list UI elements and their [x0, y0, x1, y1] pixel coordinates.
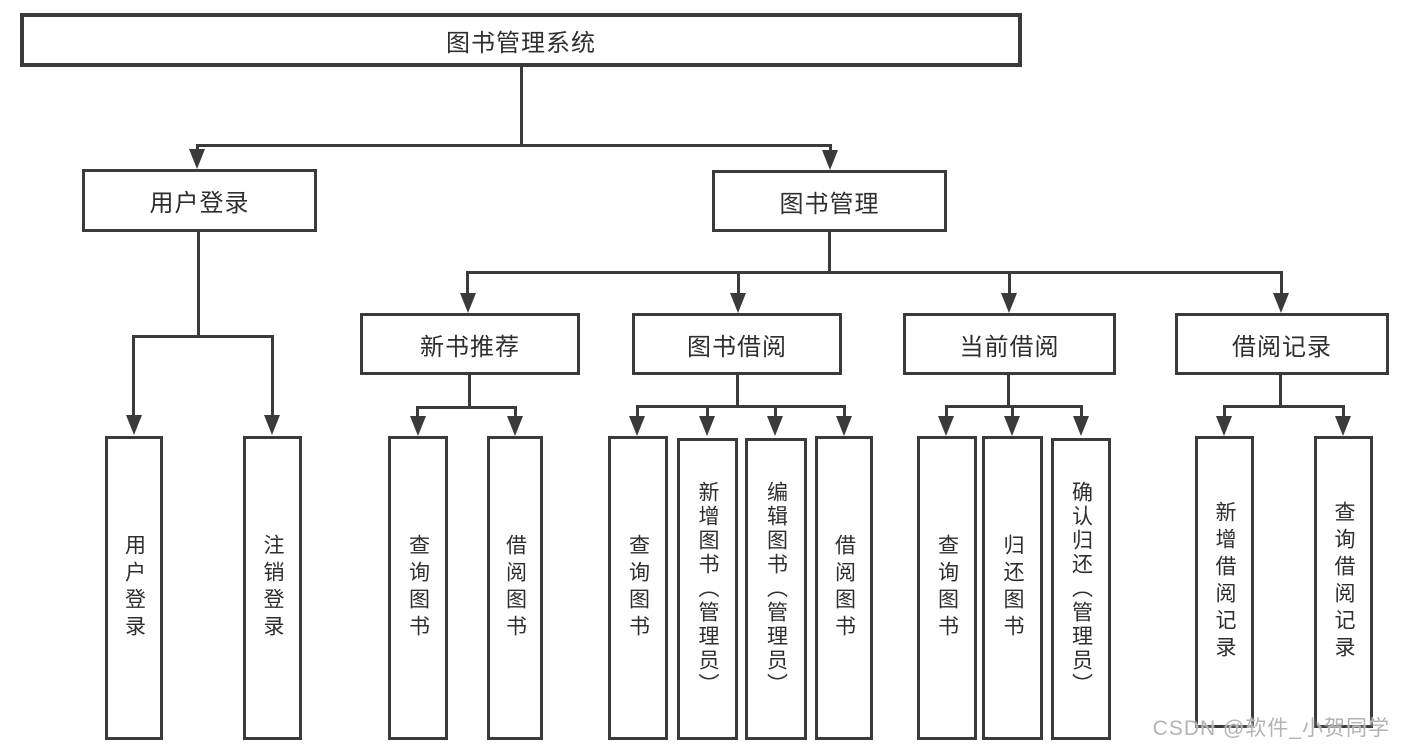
- leaf-borrow-books-recommend: 借阅图书: [487, 436, 543, 740]
- leaf-label: 新增图书（管理员）: [696, 481, 719, 697]
- connector-line: [737, 271, 740, 295]
- arrow-down-icon: [822, 150, 838, 170]
- connector-line: [1080, 405, 1083, 418]
- leaf-confirm-return-admin: 确认归还（管理员）: [1051, 438, 1111, 740]
- arrow-down-icon: [767, 416, 783, 436]
- connector-line: [1223, 405, 1226, 418]
- arrow-down-icon: [410, 416, 426, 436]
- arrow-down-icon: [1335, 416, 1351, 436]
- node-user-login: 用户登录: [82, 169, 317, 232]
- connector-line: [1011, 405, 1014, 418]
- connector-line: [706, 405, 709, 418]
- watermark: CSDN @软件_小贺同学: [1152, 717, 1390, 740]
- connector-line: [1007, 375, 1010, 408]
- connector-line: [1279, 375, 1282, 408]
- connector-line: [196, 144, 832, 147]
- arrow-down-icon: [1273, 293, 1289, 313]
- leaf-return-books: 归还图书: [982, 436, 1043, 740]
- connector-line: [271, 335, 274, 417]
- connector-line: [636, 405, 846, 408]
- leaf-label: 查询图书: [935, 534, 959, 642]
- connector-line: [828, 232, 831, 274]
- leaf-label: 查询图书: [626, 534, 650, 642]
- arrow-down-icon: [1216, 416, 1232, 436]
- connector-line: [520, 67, 523, 146]
- connector-line: [197, 232, 200, 338]
- node-book-borrowing: 图书借阅: [632, 313, 842, 375]
- connector-line: [466, 271, 1283, 274]
- connector-line: [736, 375, 739, 408]
- connector-line: [1008, 271, 1011, 295]
- leaf-borrow-books-borrowing: 借阅图书: [815, 436, 873, 740]
- leaf-add-borrow-record: 新增借阅记录: [1195, 436, 1254, 728]
- arrow-down-icon: [629, 416, 645, 436]
- leaf-label: 查询图书: [406, 534, 430, 642]
- connector-line: [416, 406, 419, 418]
- leaf-logout-login: 注销登录: [243, 436, 302, 740]
- connector-line: [416, 406, 517, 409]
- arrow-down-icon: [460, 293, 476, 313]
- leaf-add-books-admin: 新增图书（管理员）: [677, 438, 738, 740]
- connector-line: [196, 144, 199, 152]
- leaf-query-borrow-record: 查询借阅记录: [1314, 436, 1373, 728]
- arrow-down-icon: [836, 416, 852, 436]
- arrow-down-icon: [1004, 416, 1020, 436]
- arrow-down-icon: [264, 415, 280, 435]
- node-new-book-recommend: 新书推荐: [360, 313, 580, 375]
- arrow-down-icon: [1001, 293, 1017, 313]
- leaf-edit-books-admin: 编辑图书（管理员）: [745, 438, 807, 740]
- connector-line: [1223, 405, 1345, 408]
- arrow-down-icon: [126, 415, 142, 435]
- node-book-management: 图书管理: [712, 170, 947, 232]
- connector-line: [945, 405, 948, 418]
- node-current-borrowing: 当前借阅: [903, 313, 1116, 375]
- leaf-label: 用户登录: [122, 534, 146, 642]
- leaf-label: 确认归还（管理员）: [1069, 481, 1093, 697]
- arrow-down-icon: [507, 416, 523, 436]
- connector-line: [468, 375, 471, 409]
- node-library-system: 图书管理系统: [20, 13, 1022, 67]
- connector-line: [1280, 271, 1283, 295]
- arrow-down-icon: [938, 416, 954, 436]
- connector-line: [829, 144, 832, 152]
- connector-line: [1342, 405, 1345, 418]
- connector-line: [132, 335, 135, 417]
- connector-line: [466, 271, 469, 295]
- leaf-label: 编辑图书（管理员）: [764, 481, 788, 697]
- connector-line: [945, 405, 1083, 408]
- arrow-down-icon: [730, 293, 746, 313]
- connector-line: [132, 335, 274, 338]
- connector-line: [843, 405, 846, 418]
- arrow-down-icon: [189, 149, 205, 169]
- node-borrowing-records: 借阅记录: [1175, 313, 1389, 375]
- connector-line: [774, 405, 777, 418]
- leaf-label: 借阅图书: [503, 534, 527, 642]
- leaf-query-books-current: 查询图书: [917, 436, 977, 740]
- leaf-query-books-borrowing: 查询图书: [608, 436, 668, 740]
- arrow-down-icon: [1073, 416, 1089, 436]
- leaf-label: 借阅图书: [832, 534, 856, 642]
- leaf-label: 归还图书: [1001, 534, 1024, 642]
- connector-line: [514, 406, 517, 418]
- leaf-label: 新增借阅记录: [1213, 501, 1236, 663]
- leaf-label: 注销登录: [261, 534, 284, 642]
- connector-line: [636, 405, 639, 418]
- leaf-user-login: 用户登录: [105, 436, 163, 740]
- leaf-label: 查询借阅记录: [1332, 501, 1355, 663]
- leaf-query-books-recommend: 查询图书: [388, 436, 448, 740]
- arrow-down-icon: [699, 416, 715, 436]
